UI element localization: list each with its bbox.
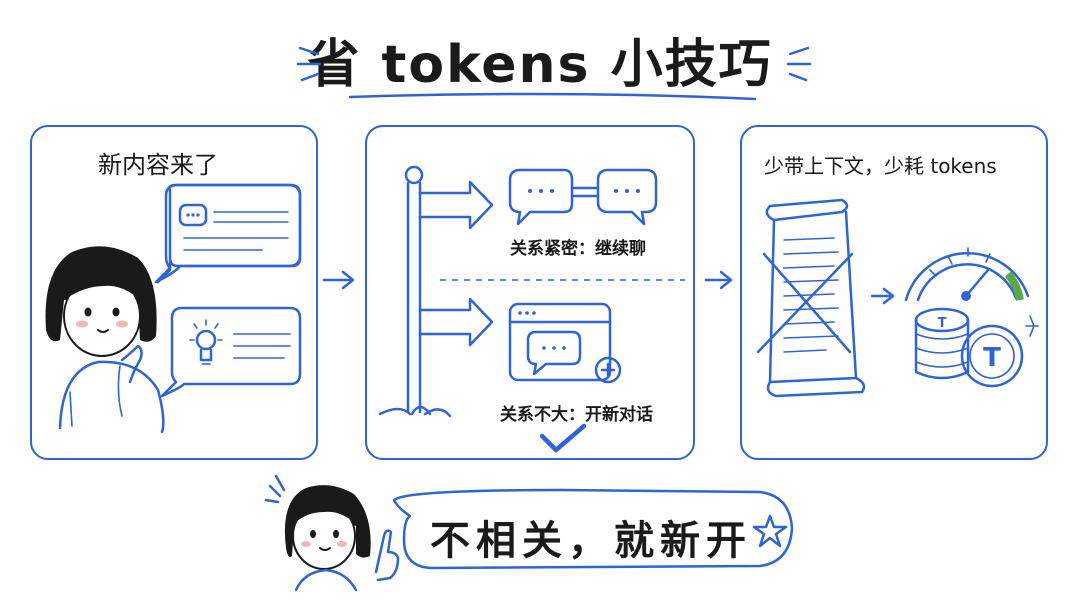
chat-message-bubble	[154, 183, 302, 284]
crossed-out-scroll	[756, 198, 866, 398]
panel-decision-signpost	[365, 125, 695, 460]
title-underline	[348, 92, 757, 101]
panel-new-content	[30, 125, 318, 460]
coin-letter-large: T	[983, 343, 1001, 373]
slogan-text: 不相关，就新开	[430, 518, 752, 564]
signpost-lower-label: 关系不大：开新对话	[500, 405, 653, 425]
token-gauge-icon	[904, 247, 1039, 337]
coin-letter-small: T	[938, 316, 947, 331]
slogan-bubble	[392, 488, 794, 570]
arrow-panel2-to-panel3	[704, 270, 733, 290]
panel1-caption: 新内容来了	[98, 151, 218, 179]
signpost-upper-label: 关系紧密：继续聊	[510, 239, 646, 259]
idea-bubble	[160, 306, 302, 398]
title-sparkles-right	[786, 46, 812, 82]
panel-fewer-tokens	[740, 125, 1048, 460]
check-mark-icon	[539, 423, 587, 453]
arrow-panel1-to-panel2	[322, 270, 355, 290]
page-title: 省 tokens 小技巧	[307, 35, 773, 95]
coin-stack-icon	[914, 307, 1024, 388]
thinking-girl	[45, 246, 165, 434]
pointing-girl	[264, 474, 400, 592]
new-chat-window-icon	[508, 302, 622, 384]
title-sparkles-left	[296, 46, 322, 82]
panel3-caption: 少带上下文，少耗 tokens	[764, 154, 997, 178]
signpost	[378, 165, 494, 418]
star-icon	[752, 514, 788, 548]
arrow-to-gauge	[870, 287, 895, 305]
linked-chat-icons	[508, 168, 658, 226]
